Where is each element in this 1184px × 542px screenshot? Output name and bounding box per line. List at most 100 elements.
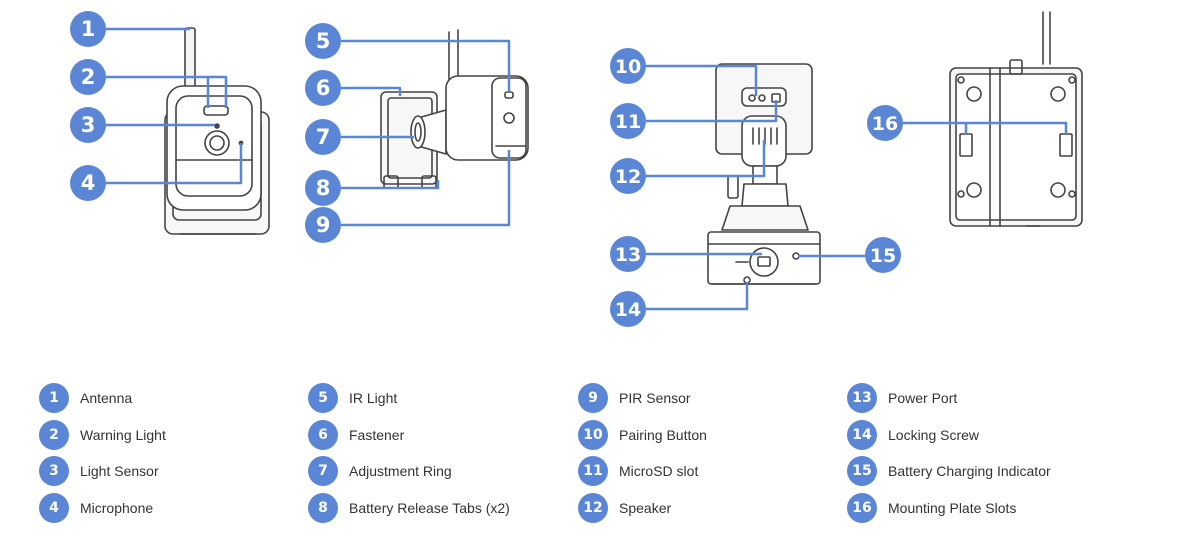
leader-line-16 xyxy=(903,121,1068,134)
legend-number-badge: 10 xyxy=(578,420,608,450)
legend-number-badge: 3 xyxy=(39,456,69,486)
legend-number-badge: 7 xyxy=(308,456,338,486)
legend-item-16: 16 Mounting Plate Slots xyxy=(847,493,1016,523)
legend-item-13: 13 Power Port xyxy=(847,383,957,413)
leader-line-5 xyxy=(341,39,511,92)
callout-badge-circle xyxy=(305,23,341,59)
legend-number-badge: 15 xyxy=(847,456,877,486)
legend-number-badge: 14 xyxy=(847,420,877,450)
callout-number: 12 xyxy=(615,166,641,188)
legend-number-badge: 6 xyxy=(308,420,338,450)
callout-badge-circle xyxy=(70,107,106,143)
legend-item-3: 3 Light Sensor xyxy=(39,456,159,486)
legend-label: MicroSD slot xyxy=(619,463,699,479)
mounting-plate-view xyxy=(949,11,1083,227)
legend-label: Microphone xyxy=(80,500,154,516)
callout-number: 7 xyxy=(316,125,331,149)
legend-label: PIR Sensor xyxy=(619,390,691,406)
callout-badge-13: 13 xyxy=(610,236,646,272)
callout-badge-14: 14 xyxy=(610,291,646,327)
leader-line-10 xyxy=(646,64,758,96)
callout-badge-circle xyxy=(867,105,903,141)
legend-number-badge: 5 xyxy=(308,383,338,413)
legend-label: Battery Release Tabs (x2) xyxy=(349,500,510,516)
legend-item-11: 11 MicroSD slot xyxy=(578,456,698,486)
legend-number-badge: 13 xyxy=(847,383,877,413)
callout-badge-circle xyxy=(305,70,341,106)
callout-badge-15: 15 xyxy=(865,237,901,273)
camera-side-view xyxy=(380,29,529,189)
callout-badge-7: 7 xyxy=(305,119,341,155)
legend-label: Power Port xyxy=(888,390,958,406)
callout-number: 15 xyxy=(870,245,896,267)
callout-badge-16: 16 xyxy=(867,105,903,141)
callout-number: 16 xyxy=(872,113,898,135)
callout-badge-3: 3 xyxy=(70,107,106,143)
callout-number: 14 xyxy=(615,299,641,321)
legend-item-10: 10 Pairing Button xyxy=(578,420,707,450)
legend-label: Mounting Plate Slots xyxy=(888,500,1017,516)
leader-line-2 xyxy=(106,75,228,108)
legend-number-badge: 16 xyxy=(847,493,877,523)
leader-line-6 xyxy=(341,86,402,96)
legend-item-12: 12 Speaker xyxy=(578,493,671,523)
callout-number: 8 xyxy=(316,176,331,200)
leader-line-11 xyxy=(646,100,778,123)
leader-line-8 xyxy=(341,180,440,190)
callout-badge-circle xyxy=(610,158,646,194)
callout-number: 3 xyxy=(81,113,96,137)
callout-badge-11: 11 xyxy=(610,103,646,139)
legend-label: IR Light xyxy=(349,390,398,406)
legend-label: Antenna xyxy=(80,390,133,406)
callout-badge-4: 4 xyxy=(70,165,106,201)
callout-badge-12: 12 xyxy=(610,158,646,194)
camera-front-view xyxy=(164,27,270,235)
callout-badge-circle xyxy=(70,165,106,201)
callout-number: 13 xyxy=(615,244,641,266)
legend-item-8: 8 Battery Release Tabs (x2) xyxy=(308,493,510,523)
callout-badge-circle xyxy=(305,207,341,243)
leader-line-12 xyxy=(646,140,766,178)
callout-number: 11 xyxy=(615,111,641,133)
leader-line-9 xyxy=(341,150,511,227)
legend-label: Pairing Button xyxy=(619,427,707,443)
callout-badge-circle xyxy=(70,59,106,95)
callout-badge-8: 8 xyxy=(305,170,341,206)
legend-label: Locking Screw xyxy=(888,427,980,443)
callout-number: 1 xyxy=(81,17,96,41)
callout-number: 6 xyxy=(316,76,331,100)
legend-number-badge: 4 xyxy=(39,493,69,523)
leader-line-14 xyxy=(646,282,749,311)
callout-badge-circle xyxy=(610,291,646,327)
legend-item-9: 9 PIR Sensor xyxy=(578,383,691,413)
legend-item-7: 7 Adjustment Ring xyxy=(308,456,452,486)
legend-number-badge: 9 xyxy=(578,383,608,413)
callout-badge-1: 1 xyxy=(70,11,106,47)
callout-badge-9: 9 xyxy=(305,207,341,243)
callout-badge-6: 6 xyxy=(305,70,341,106)
leader-line-4 xyxy=(106,143,243,185)
legend-label: Adjustment Ring xyxy=(349,463,452,479)
legend-number-badge: 2 xyxy=(39,420,69,450)
legend-number-badge: 8 xyxy=(308,493,338,523)
callout-number: 4 xyxy=(81,171,96,195)
legend-number-badge: 11 xyxy=(578,456,608,486)
callout-badge-10: 10 xyxy=(610,48,646,84)
legend-item-14: 14 Locking Screw xyxy=(847,420,979,450)
leader-lines xyxy=(106,27,1068,311)
legend-number-badge: 12 xyxy=(578,493,608,523)
legend-label: Light Sensor xyxy=(80,463,159,479)
callout-badge-circle xyxy=(610,103,646,139)
legend-item-5: 5 IR Light xyxy=(308,383,397,413)
callout-badge-circle xyxy=(305,119,341,155)
legend-label: Speaker xyxy=(619,500,672,516)
callout-badge-circle xyxy=(610,236,646,272)
callout-badge-5: 5 xyxy=(305,23,341,59)
callout-badge-circle xyxy=(610,48,646,84)
